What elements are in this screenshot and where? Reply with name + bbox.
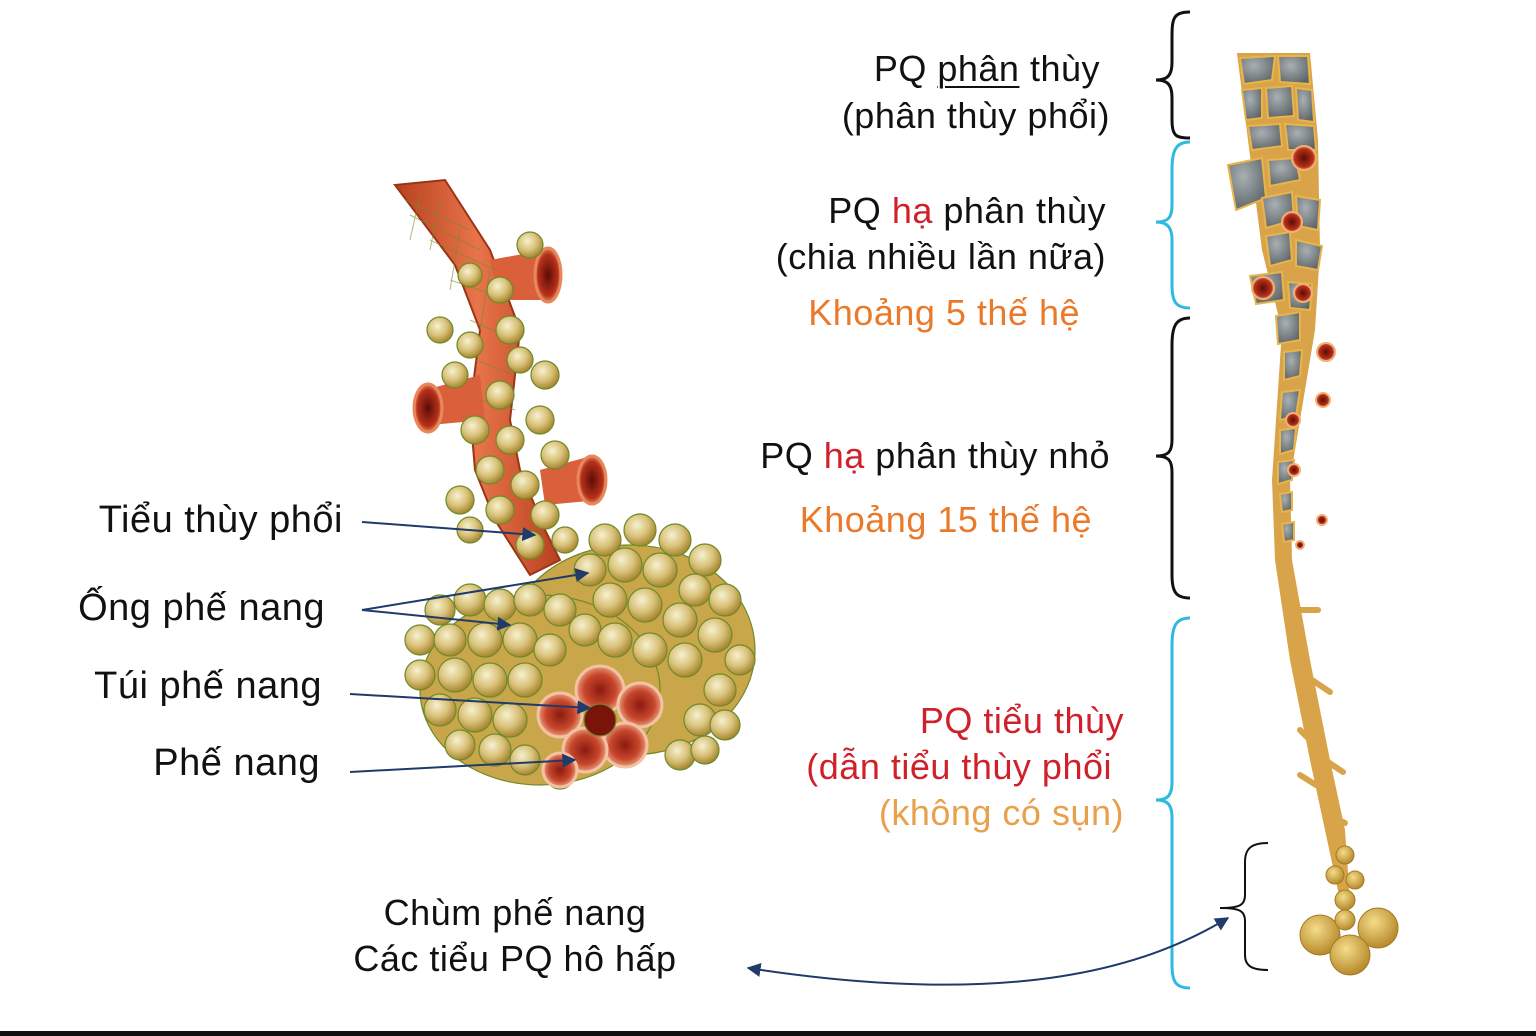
label-alveolar-duct: Ống phế nang bbox=[78, 587, 325, 629]
label-subsegmental-note: (chia nhiều lần nữa) bbox=[775, 236, 1106, 277]
label-acinus-line1: Chùm phế nang bbox=[383, 892, 647, 933]
bottom-border bbox=[0, 1031, 1536, 1036]
bracket-subsegmental bbox=[1155, 140, 1191, 310]
label-subsegmental-bronchus: PQ hạ phân thùy bbox=[828, 190, 1106, 231]
label-alveolus: Phế nang bbox=[153, 742, 320, 784]
label-small-subsegmental-bronchus: PQ hạ phân thùy nhỏ bbox=[760, 435, 1110, 476]
label-small-subsegmental-generations: Khoảng 15 thế hệ bbox=[799, 499, 1092, 540]
label-no-cartilage: (không có sụn) bbox=[878, 792, 1124, 833]
bracket-small-subsegmental bbox=[1155, 316, 1191, 600]
label-lobular-note: (dẫn tiểu thùy phổi bbox=[806, 746, 1112, 787]
label-alveolar-sac: Túi phế nang bbox=[94, 665, 322, 707]
bronchial-tree-illustration bbox=[1226, 53, 1399, 976]
label-subsegmental-generations: Khoảng 5 thế hệ bbox=[808, 292, 1080, 333]
acinus-illustration bbox=[393, 178, 756, 790]
label-segmental-note: (phân thùy phổi) bbox=[841, 95, 1110, 136]
bracket-lobular bbox=[1155, 616, 1191, 990]
label-lobular-bronchus: PQ tiểu thùy bbox=[919, 700, 1124, 741]
left-label-arrows bbox=[349, 521, 592, 773]
bracket-acinus bbox=[1219, 842, 1269, 971]
acinus-arrow bbox=[746, 917, 1230, 986]
label-lobule: Tiểu thùy phổi bbox=[98, 499, 343, 541]
label-acinus-line2: Các tiểu PQ hô hấp bbox=[353, 938, 677, 979]
label-segmental-bronchus: PQ phân thùy bbox=[873, 48, 1100, 89]
bracket-segmental bbox=[1155, 10, 1191, 140]
